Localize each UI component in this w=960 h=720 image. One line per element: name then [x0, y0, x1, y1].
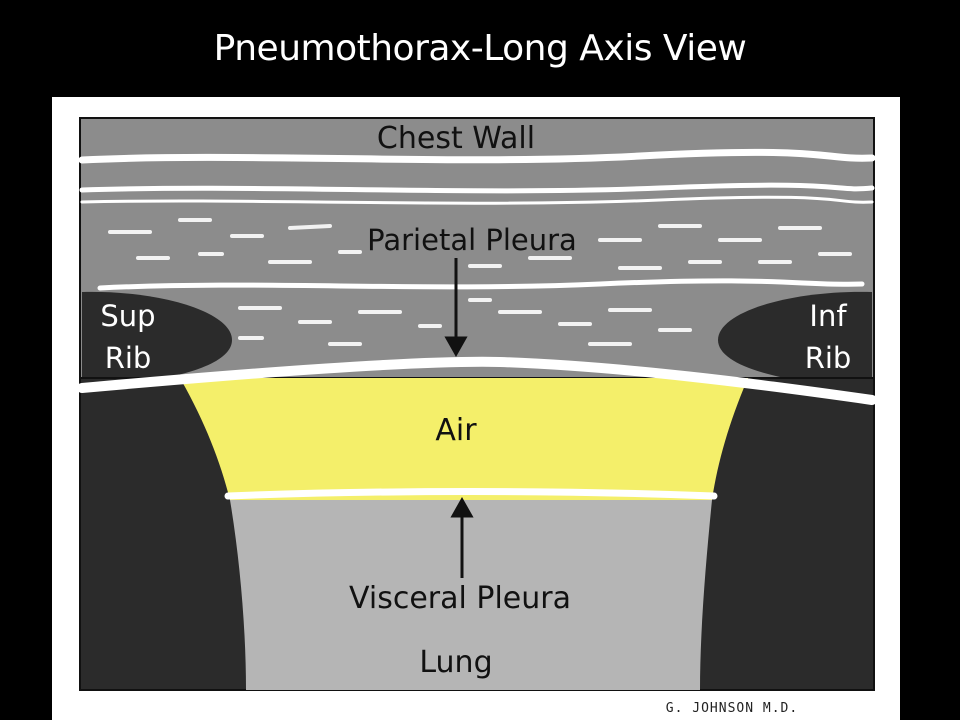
- slide-title: Pneumothorax-Long Axis View: [213, 28, 747, 69]
- label-inf-rib-1: Inf: [809, 299, 847, 333]
- label-chest-wall: Chest Wall: [377, 121, 535, 156]
- lung-region: [230, 500, 712, 690]
- inf-rib-shadow: [718, 291, 872, 388]
- label-inf-rib-2: Rib: [805, 341, 852, 375]
- air-region: [180, 378, 748, 500]
- parietal-pleura-line: [77, 356, 877, 405]
- label-sup-rib-2: Rib: [105, 341, 152, 375]
- visceral-pleura-arrow: [450, 496, 474, 578]
- sup-rib-shadow: [82, 291, 232, 386]
- label-parietal-pleura: Parietal Pleura: [367, 223, 577, 257]
- visceral-pleura-line: [224, 488, 718, 500]
- label-visceral-pleura: Visceral Pleura: [349, 581, 571, 616]
- label-air: Air: [435, 413, 477, 448]
- tissue-lines: [78, 148, 876, 291]
- tissue-echoes: [108, 218, 852, 346]
- label-lung: Lung: [419, 645, 492, 680]
- parietal-pleura-arrow: [444, 258, 468, 358]
- author-signature: G. JOHNSON M.D.: [666, 701, 798, 716]
- label-sup-rib-1: Sup: [100, 299, 155, 333]
